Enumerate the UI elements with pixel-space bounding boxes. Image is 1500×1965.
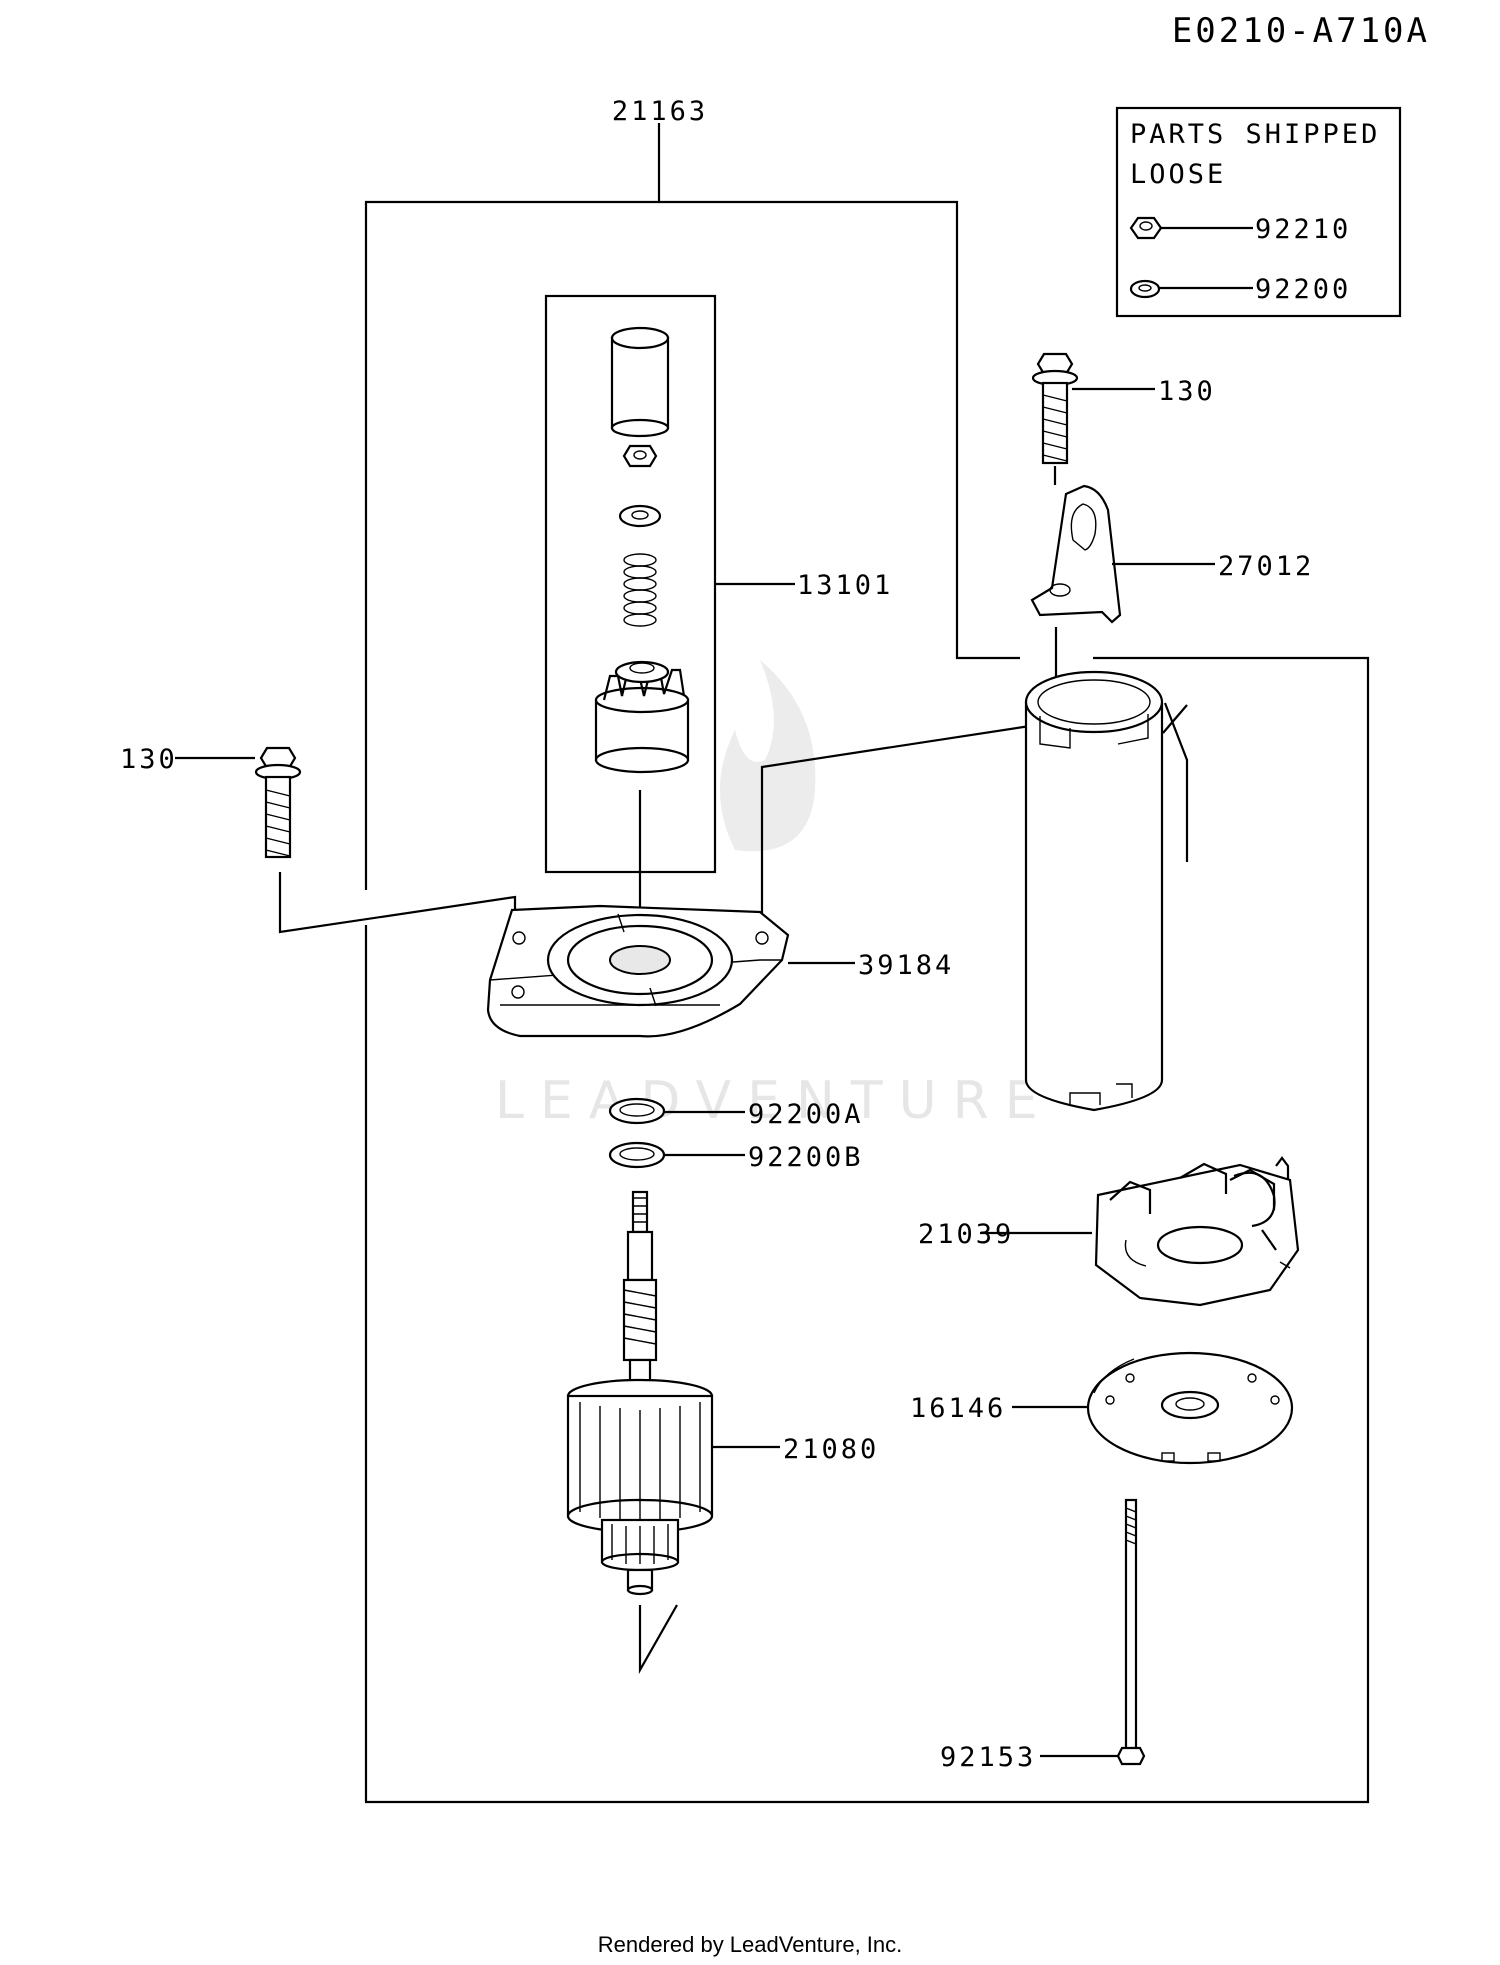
callout-39184: 39184 [858, 950, 954, 981]
washer-92200b [608, 1141, 666, 1169]
callout-92200b: 92200B [748, 1142, 864, 1173]
nut-icon [1129, 216, 1163, 240]
yoke-housing [1024, 670, 1164, 1112]
brush-holder [1094, 1156, 1300, 1307]
bracket-group: 130 27012 [760, 352, 1314, 934]
footer-text: Rendered by LeadVenture, Inc. [598, 1932, 903, 1957]
diagram-code: E0210-A710A [1172, 11, 1430, 51]
watermark-text: LEADVENTURE [495, 1071, 1054, 1131]
drive-washer [618, 504, 662, 528]
armature [566, 1190, 714, 1596]
callout-21039: 21039 [918, 1219, 1014, 1250]
callout-27012: 27012 [1218, 551, 1314, 582]
callout-92153: 92153 [940, 1742, 1036, 1773]
callout-130-top: 130 [1158, 376, 1216, 407]
drive-nut [622, 444, 658, 468]
pinion-stop-cap [610, 326, 670, 438]
pinion-gear [594, 660, 690, 774]
end-plate [1086, 1351, 1294, 1465]
loose-part-92210: 92210 [1255, 214, 1351, 245]
front-cover [486, 904, 790, 1038]
loose-box-title-1: PARTS SHIPPED [1130, 119, 1380, 150]
callout-13101: 13101 [797, 570, 893, 601]
callout-92200a: 92200A [748, 1099, 864, 1130]
bolt-top [1031, 352, 1079, 465]
watermark: LEADVENTURE [495, 660, 1054, 1131]
bolt-left [254, 746, 302, 859]
parts-shipped-loose-box: PARTS SHIPPED LOOSE 92210 92200 [1115, 106, 1402, 318]
drive-kit-group: 13101 [544, 294, 893, 925]
bolt-left-group: 130 [120, 744, 517, 934]
through-bolt [1116, 1498, 1146, 1766]
loose-box-title-2: LOOSE [1130, 159, 1226, 190]
washer-icon [1129, 279, 1161, 299]
mounting-bracket [1030, 484, 1122, 624]
starter-assembly-outline: 21163 [364, 96, 1370, 1804]
callout-21080: 21080 [783, 1434, 879, 1465]
washer-92200a [608, 1097, 666, 1125]
drive-spring [623, 553, 657, 627]
loose-part-92200: 92200 [1255, 274, 1351, 305]
callout-130-left: 130 [120, 744, 178, 775]
callout-21163: 21163 [612, 96, 708, 127]
callout-16146: 16146 [910, 1393, 1006, 1424]
